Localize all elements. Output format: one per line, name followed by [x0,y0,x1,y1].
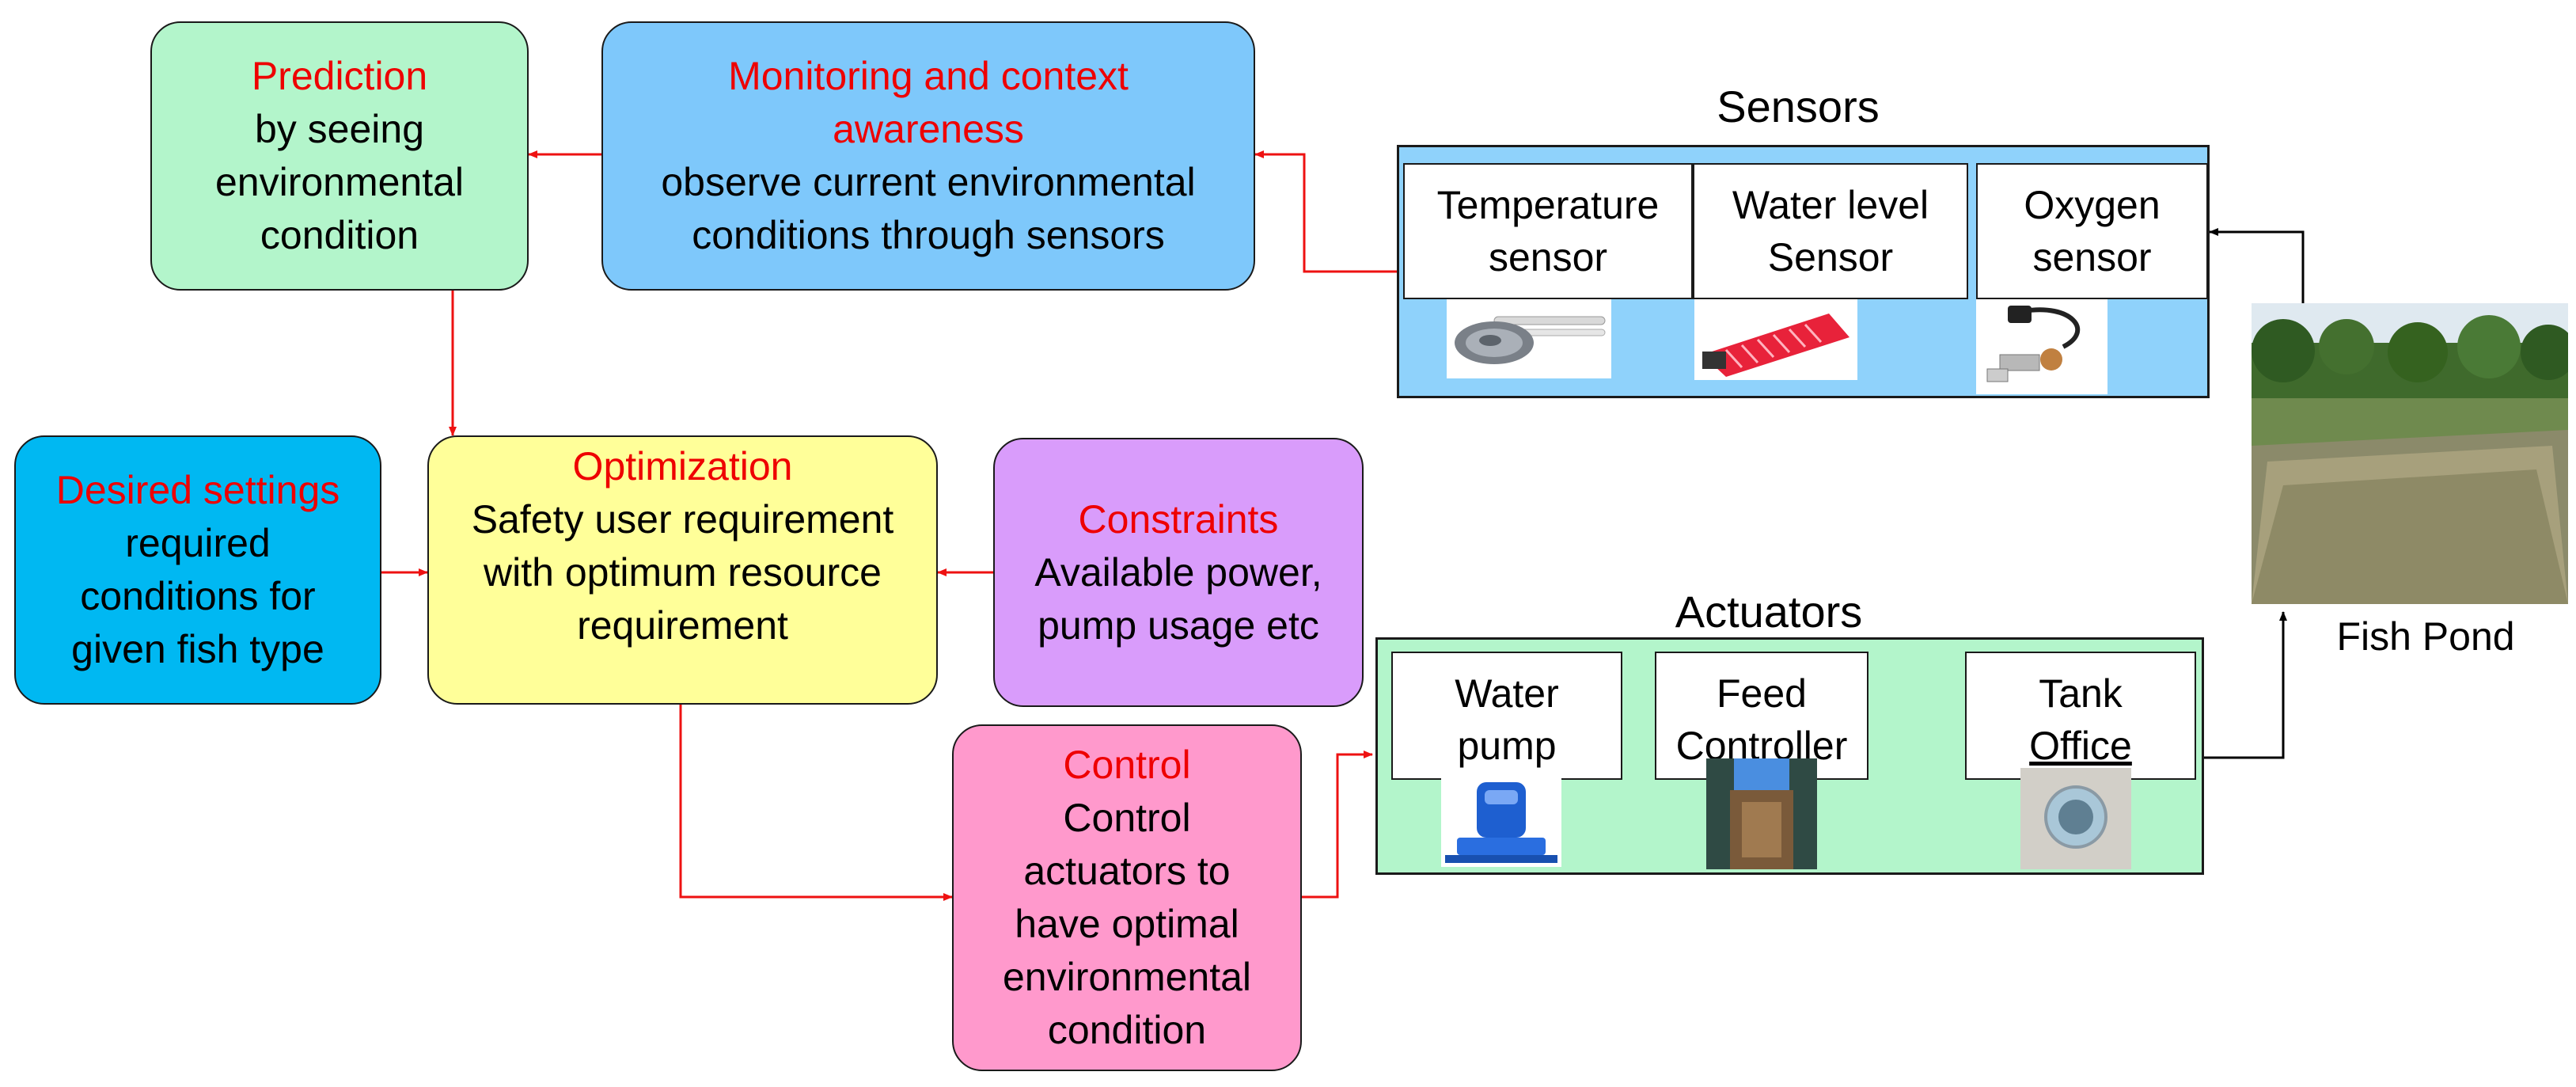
sensor-label: Oxygen [2024,183,2161,227]
control-line: environmental [1002,955,1252,999]
optimization-box: Optimization Safety user requirement wit… [427,435,938,705]
prediction-line: condition [260,213,419,257]
constraints-heading: Constraints [1078,496,1279,542]
actuator-label: pump [1457,724,1557,768]
optimization-heading: Optimization [572,444,793,488]
prediction-line: by seeing [254,107,425,151]
fish-pond-image [2252,303,2568,604]
monitoring-line: observe current environmental [661,160,1196,204]
actuator-label: Tank [2039,671,2123,716]
constraints-line: pump usage etc [1038,602,1319,648]
monitoring-heading: Monitoring and context [728,54,1129,98]
control-line: condition [1047,1008,1207,1052]
desired-settings-heading: Desired settings [55,468,340,512]
sensor-water-level: Water level Sensor [1693,163,1968,299]
control-line: actuators to [1023,849,1231,893]
sensor-oxygen: Oxygen sensor [1976,163,2208,299]
constraints-line: Available power, [1034,549,1322,595]
monitoring-heading-line2: awareness [833,107,1024,151]
desired-settings-box: Desired settings required conditions for… [14,435,381,705]
sensor-label: Sensor [1767,235,1894,279]
actuator-label: Feed [1717,671,1807,716]
actuator-tank-office: Tank Office [1965,652,2196,780]
arrow-optimization-to-control [679,705,953,901]
oxygen-sensor-image [1976,299,2107,394]
control-box: Control Control actuators to have optima… [952,724,1302,1071]
prediction-box: Prediction by seeing environmental condi… [150,21,529,291]
prediction-line: environmental [214,160,465,204]
optimization-line: requirement [577,603,788,648]
desired-settings-line: required [125,521,271,565]
actuator-label: Water [1455,671,1559,716]
actuators-title: Actuators [1675,587,1863,637]
arrow-actuators-to-pond [2204,611,2287,759]
constraints-box: Constraints Available power, pump usage … [993,438,1364,707]
sensors-panel: Temperature sensor Water level Sensor Ox… [1397,145,2210,398]
arrow-sensors-to-monitoring [1254,150,1401,273]
control-heading: Control [1063,743,1191,787]
desired-settings-line: conditions for [80,574,316,618]
actuators-panel: Water pump Feed Controller Tank Office [1375,637,2204,875]
temperature-sensor-image [1447,299,1611,378]
sensor-label: Water level [1732,183,1929,227]
control-line: have optimal [1015,902,1239,946]
arrow-pond-to-sensors [2209,228,2305,303]
sensor-label: Temperature [1436,183,1660,227]
sensor-label: sensor [1488,235,1608,279]
fish-pond-label: Fish Pond [2336,614,2515,659]
optimization-line: Safety user requirement [471,497,894,542]
water-pump-image [1441,776,1561,867]
arrow-control-to-actuators [1302,751,1373,899]
monitoring-line: conditions through sensors [692,213,1165,257]
actuator-water-pump: Water pump [1391,652,1622,780]
control-line: Control [1063,796,1191,840]
sensor-temperature: Temperature sensor [1403,163,1693,299]
monitoring-box: Monitoring and context awareness observe… [601,21,1255,291]
desired-settings-line: given fish type [71,627,324,671]
sensor-label: sensor [2032,235,2152,279]
optimization-line: with optimum resource [484,550,882,595]
actuator-label: Office [2029,724,2132,768]
water-level-sensor-image [1694,299,1857,380]
sensors-title: Sensors [1717,82,1880,131]
feed-controller-image [1706,758,1817,869]
tank-office-image [2020,768,2131,869]
prediction-heading: Prediction [251,54,428,98]
